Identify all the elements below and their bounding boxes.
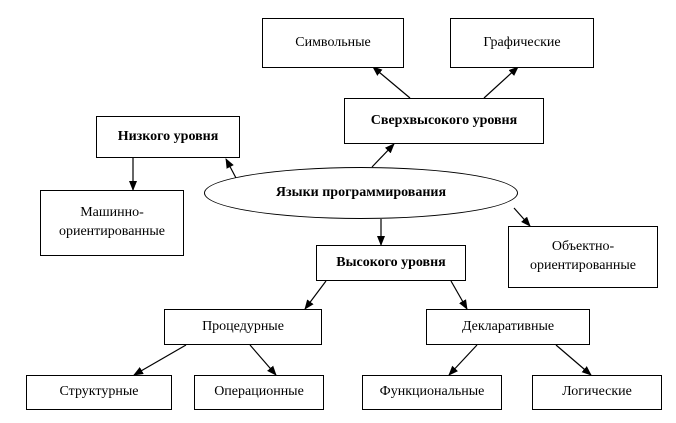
arrow-root-to-super-high — [371, 143, 395, 168]
arrow-super-high-to-graphic — [483, 66, 519, 99]
node-functional: Функциональные — [362, 375, 502, 410]
arrow-high-level-to-procedural — [304, 280, 327, 310]
node-super-high-level: Сверхвысокого уровня — [344, 98, 544, 144]
node-object-oriented: Объектно- ориентированные — [508, 226, 658, 288]
node-logical: Логические — [532, 375, 662, 410]
arrow-root-to-object-oriented — [513, 207, 531, 227]
node-declarative: Декларативные — [426, 309, 590, 345]
node-root: Языки программирования — [204, 167, 518, 219]
arrow-root-to-low-level — [225, 158, 237, 179]
arrow-declarative-to-logical — [555, 344, 592, 376]
node-graphic: Графические — [450, 18, 594, 68]
arrow-high-level-to-declarative — [450, 280, 468, 310]
node-low-level: Низкого уровня — [96, 116, 240, 158]
node-operational: Операционные — [194, 375, 324, 410]
arrow-procedural-to-structural — [133, 344, 187, 376]
arrow-declarative-to-functional — [448, 344, 478, 376]
node-machine-oriented: Машинно- ориентированные — [40, 190, 184, 256]
arrow-super-high-to-symbolic — [372, 66, 411, 99]
node-procedural: Процедурные — [164, 309, 322, 345]
node-high-level: Высокого уровня — [316, 245, 466, 281]
node-symbolic: Символьные — [262, 18, 404, 68]
arrow-procedural-to-operational — [249, 344, 277, 376]
node-structural: Структурные — [26, 375, 172, 410]
